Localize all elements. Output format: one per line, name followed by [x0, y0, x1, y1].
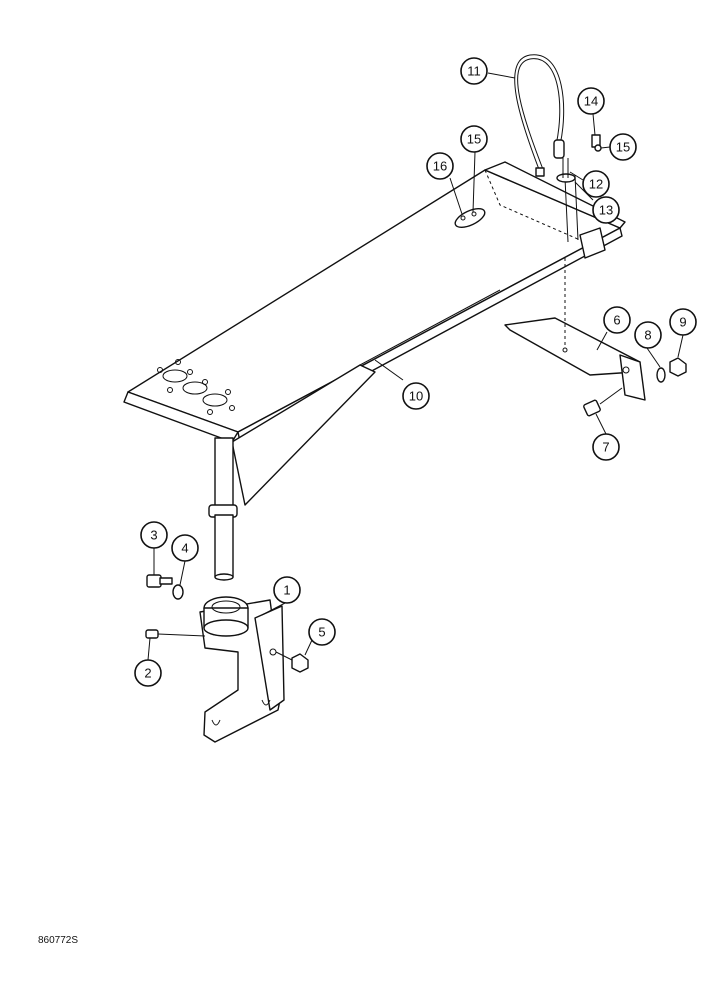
callout-2-label: 2	[144, 666, 151, 681]
tray-small-plate	[454, 208, 486, 228]
callout-4-label: 4	[181, 541, 188, 556]
callout-4: 4	[171, 534, 199, 562]
drawing-number: 860772S	[38, 935, 79, 946]
tray-channel-end	[579, 227, 606, 259]
callout-15-upper: 15	[609, 133, 637, 161]
washer-13	[556, 173, 576, 183]
leader-9	[677, 334, 684, 358]
bolt-3	[146, 574, 173, 588]
leader-8	[646, 347, 661, 368]
washer-8	[656, 367, 666, 383]
grease-fitting	[145, 629, 206, 639]
callout-8-label: 8	[644, 328, 651, 343]
bolt-7	[583, 387, 623, 417]
leader-15b	[600, 146, 611, 149]
nut-5	[291, 653, 309, 673]
support-plate	[504, 317, 646, 401]
leader-10	[374, 359, 404, 381]
callout-7-label: 7	[602, 440, 609, 455]
callout-3-label: 3	[150, 528, 157, 543]
callout-16-label: 16	[433, 159, 447, 174]
callout-15-tray: 15	[460, 125, 488, 153]
washer-15	[594, 144, 602, 152]
callout-2: 2	[134, 659, 162, 687]
leader-15a	[472, 151, 476, 213]
callout-11: 11	[460, 57, 488, 85]
callout-6: 6	[603, 306, 631, 334]
callout-15-upper-label: 15	[616, 140, 630, 155]
leader-6	[596, 331, 608, 351]
leader-14	[592, 113, 596, 136]
callout-10-label: 10	[409, 389, 423, 404]
leader-13	[574, 181, 594, 201]
leader-16	[449, 177, 463, 215]
cable-lanyard	[514, 54, 565, 177]
callout-6-label: 6	[613, 313, 620, 328]
tray-hole-pattern	[157, 359, 235, 415]
callout-9-label: 9	[679, 315, 686, 330]
leader-2	[147, 637, 151, 661]
callout-5: 5	[308, 618, 336, 646]
callout-1-label: 1	[283, 583, 290, 598]
mounting-post	[208, 437, 238, 581]
lower-bracket	[199, 596, 285, 743]
callout-16: 16	[426, 152, 454, 180]
nut-9	[669, 357, 687, 377]
callout-11-label: 11	[467, 64, 481, 79]
callout-3: 3	[140, 521, 168, 549]
tray-rear-channel	[484, 161, 626, 229]
washer-4	[172, 584, 184, 600]
tray-brace	[231, 364, 376, 506]
callout-13-label: 13	[599, 203, 613, 218]
leader-11	[487, 72, 516, 79]
callout-5-label: 5	[318, 625, 325, 640]
leader-4	[179, 560, 186, 586]
callout-1: 1	[273, 576, 301, 604]
callout-15-tray-label: 15	[467, 132, 481, 147]
callout-12: 12	[582, 170, 610, 198]
callout-14: 14	[577, 87, 605, 115]
leader-5	[304, 639, 313, 656]
leader-12	[569, 171, 584, 181]
callout-9: 9	[669, 308, 697, 336]
platform-tray	[123, 161, 626, 506]
callout-8: 8	[634, 321, 662, 349]
leader-1	[261, 601, 288, 616]
callout-13: 13	[592, 196, 620, 224]
callout-12-label: 12	[589, 177, 603, 192]
callout-7: 7	[592, 433, 620, 461]
callout-10: 10	[402, 382, 430, 410]
callout-14-label: 14	[584, 94, 598, 109]
